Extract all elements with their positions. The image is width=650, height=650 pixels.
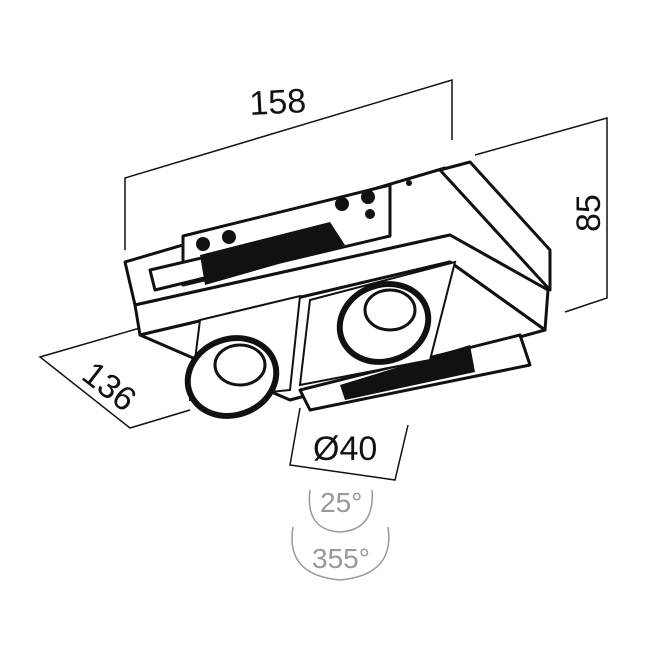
height-label: 85 [570,194,608,232]
angle-arcs [291,489,390,581]
tilt-angle-label: 25° [320,487,362,518]
diameter-label: Ø40 [313,430,377,468]
length-label: 158 [248,82,307,123]
heatsink-fins [200,222,475,400]
spotlight-heads [184,260,457,419]
rotation-angle-label: 355° [312,543,370,574]
depth-label: 136 [75,354,143,419]
mounting-screws [196,180,412,251]
dimension-lines [38,78,608,481]
